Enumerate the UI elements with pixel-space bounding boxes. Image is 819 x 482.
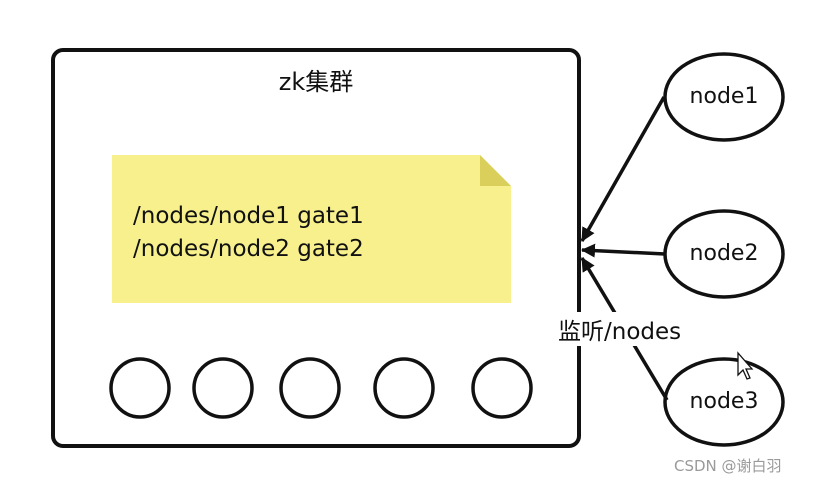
node1-watch-arrow (580, 96, 666, 242)
mouse-pointer-icon (737, 351, 754, 380)
zk-server-3 (279, 357, 341, 419)
watch-path-label: 监听/nodes (556, 312, 684, 346)
zk-server-1 (109, 357, 171, 419)
node1-ellipse (663, 52, 785, 142)
zk-server-2 (192, 357, 254, 419)
node2-label: node2 (689, 241, 759, 266)
node1-label: node1 (689, 84, 759, 109)
cluster-title: zk集群 (278, 68, 354, 96)
note-line-node1: /nodes/node1 gate1 (133, 203, 364, 229)
zk-server-5 (471, 357, 533, 419)
node3-ellipse (663, 357, 785, 447)
server-row (109, 357, 533, 419)
zk-server-4 (373, 357, 435, 419)
node3-label: node3 (689, 389, 759, 414)
node2-watch-arrow (581, 243, 666, 258)
data-note (112, 155, 511, 303)
note-fold-corner (480, 155, 511, 186)
note-line-node2: /nodes/node2 gate2 (133, 236, 364, 262)
csdn-watermark: CSDN @谢白羽 (674, 457, 782, 475)
